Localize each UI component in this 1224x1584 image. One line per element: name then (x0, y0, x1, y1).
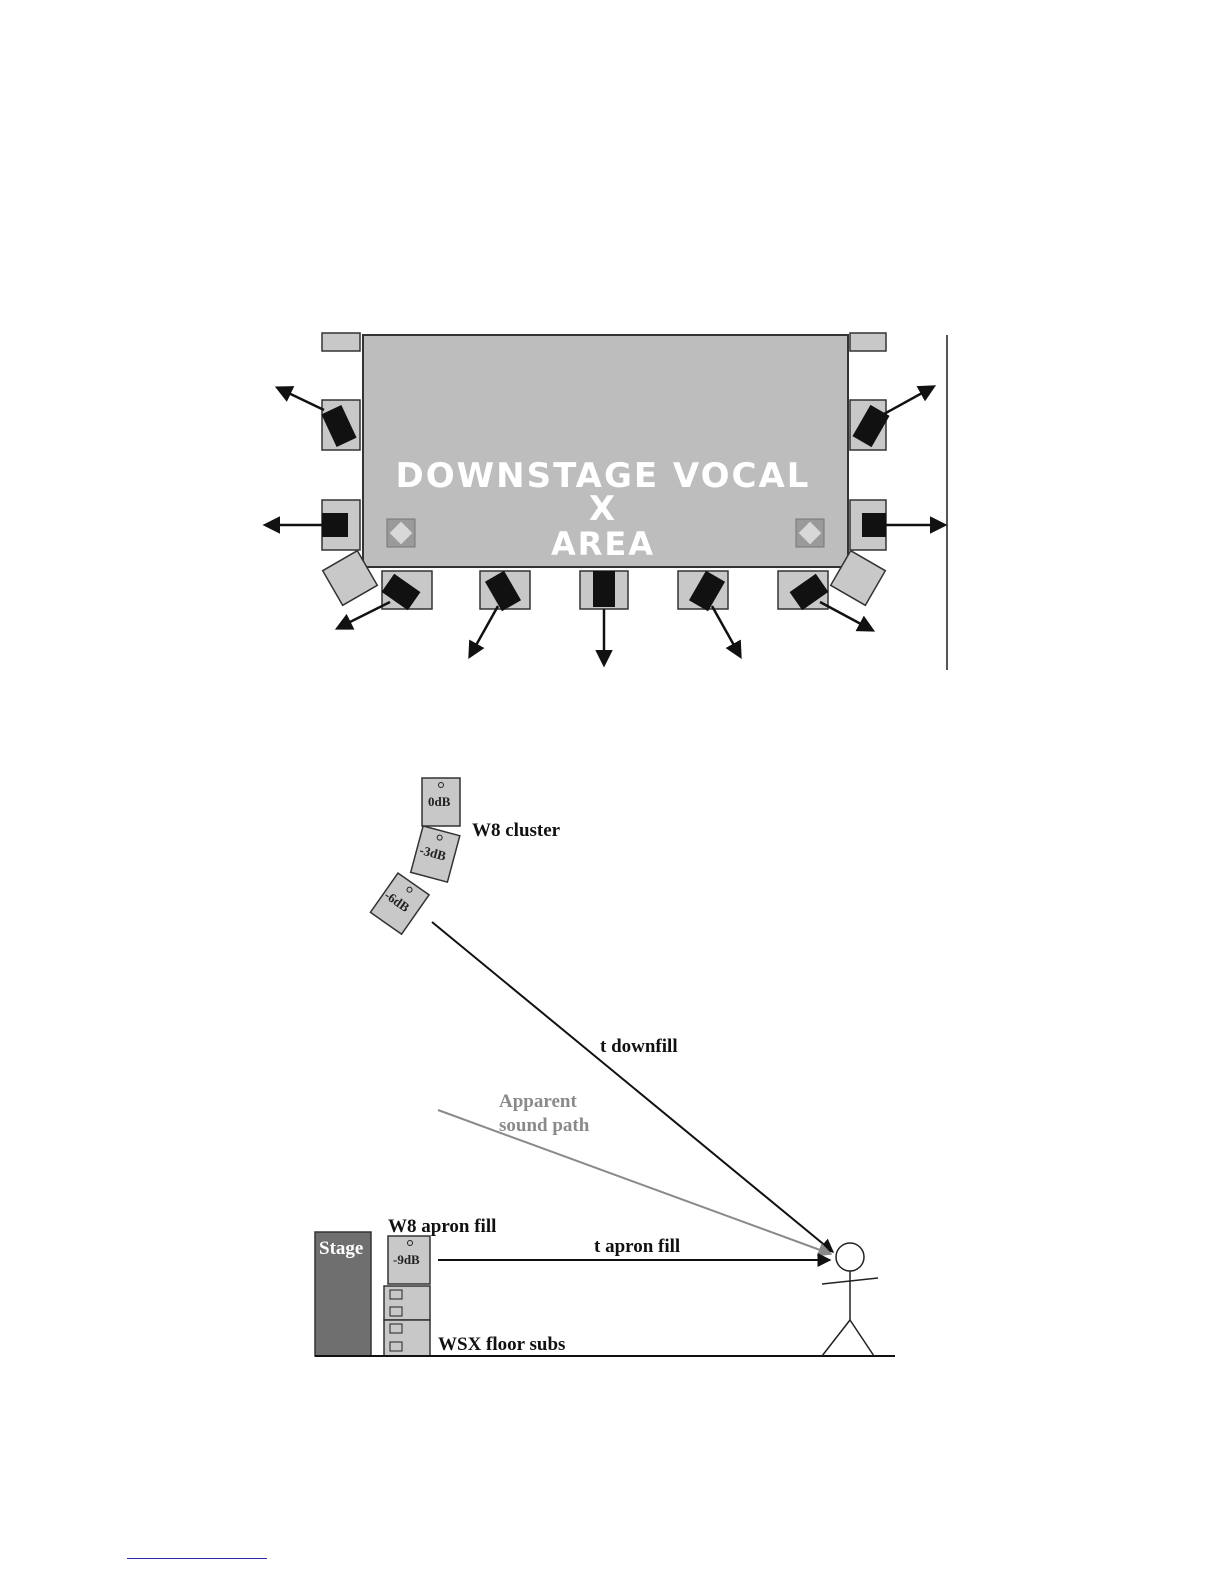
speaker-icon (322, 333, 360, 351)
cluster-box-0db: 0dB (422, 778, 460, 826)
speaker-icon (850, 500, 886, 550)
arrow-icon (278, 388, 324, 410)
speaker-icon (850, 333, 886, 351)
cluster-box-6db: -6dB (370, 873, 429, 934)
listener-figure-icon (822, 1243, 878, 1356)
apparent-path-label-line2: sound path (499, 1115, 590, 1136)
cluster-box-3db: -3dB (411, 826, 460, 882)
arrow-icon (338, 602, 390, 628)
cluster-label: W8 cluster (472, 820, 561, 841)
downfill-path (432, 922, 833, 1252)
arrow-icon (884, 387, 933, 414)
speaker-icon (322, 500, 360, 550)
apron-fill-box: -9dB (388, 1236, 430, 1284)
subs-label: WSX floor subs (438, 1334, 565, 1355)
floor-sub-box (384, 1320, 430, 1356)
apron-fill-label: W8 apron fill (388, 1216, 496, 1237)
area-marker: X (589, 489, 617, 529)
arrow-icon (712, 606, 740, 656)
section-view-diagram: 0dB -3dB -6dB W8 cluster t downfill Appa… (300, 770, 910, 1370)
arrow-icon (820, 602, 872, 630)
floor-sub-box (384, 1286, 430, 1320)
speaker-icon (580, 571, 628, 609)
speaker-icon (678, 571, 728, 611)
area-title-line2: AREA (551, 525, 655, 563)
footnote-rule (127, 1558, 267, 1559)
speaker-icon (480, 571, 530, 611)
speaker-icon (850, 400, 890, 450)
apron-fill-level: -9dB (393, 1252, 420, 1267)
speaker-icon (778, 571, 828, 610)
stage-label: Stage (319, 1238, 363, 1259)
apparent-path-label-line1: Apparent (499, 1091, 577, 1112)
diamond-marker-icon (796, 519, 824, 547)
apparent-sound-path (438, 1110, 831, 1254)
speaker-icon (382, 571, 432, 610)
stage-plan-diagram: DOWNSTAGE VOCAL X AREA (250, 330, 960, 675)
downfill-label: t downfill (600, 1036, 678, 1057)
speaker-icon (321, 400, 360, 450)
diamond-marker-icon (387, 519, 415, 547)
cluster-level-0: 0dB (428, 794, 451, 809)
arrow-icon (470, 606, 498, 656)
apron-path-label: t apron fill (594, 1236, 680, 1257)
